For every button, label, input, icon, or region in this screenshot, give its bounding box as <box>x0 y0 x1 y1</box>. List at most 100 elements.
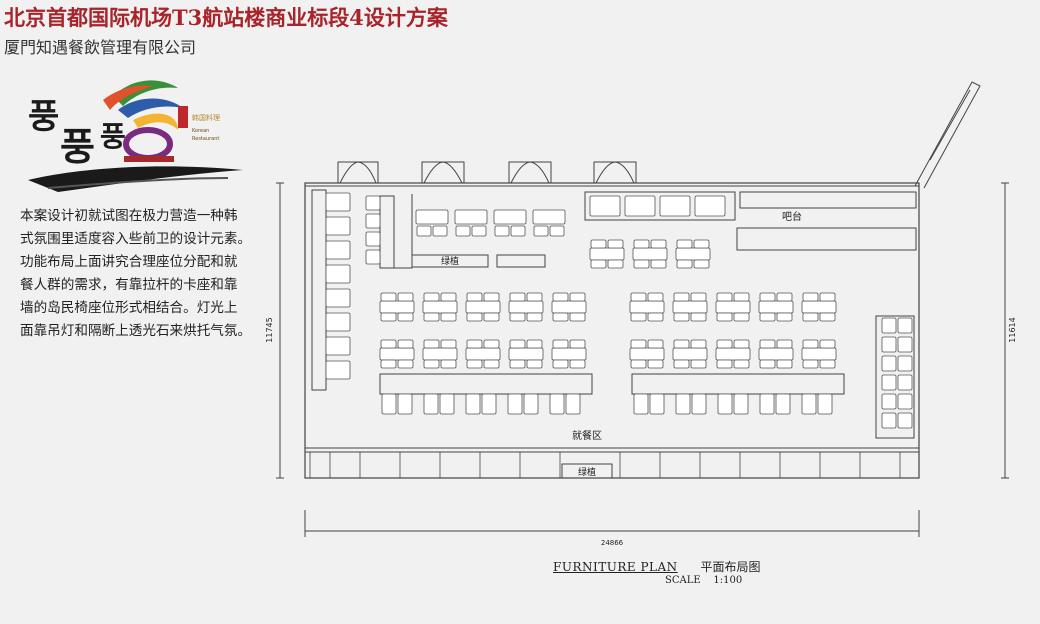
design-description: 本案设计初就试图在极力营造一种韩 式氛围里适度容入些前卫的设计元素。 功能布局上… <box>20 205 260 343</box>
chair <box>455 225 471 237</box>
chair <box>693 259 710 269</box>
chair <box>676 259 693 269</box>
chair <box>897 412 913 429</box>
chair <box>423 359 440 369</box>
chair <box>759 312 776 322</box>
chair <box>716 312 733 322</box>
chair <box>676 239 693 249</box>
table <box>508 347 544 361</box>
floor-plan-outline <box>304 182 920 479</box>
table <box>758 347 794 361</box>
chair <box>630 292 647 302</box>
chair <box>483 359 500 369</box>
table <box>532 209 566 225</box>
chair <box>673 312 690 322</box>
chair <box>673 359 690 369</box>
chair <box>650 259 667 269</box>
chair <box>325 288 351 308</box>
description-line: 式氛围里适度容入些前卫的设计元素。 <box>20 231 252 247</box>
chair <box>465 393 481 415</box>
scale-value: 1:100 <box>713 575 743 586</box>
table <box>493 209 527 225</box>
chair <box>440 339 457 349</box>
svg-text:Korean: Korean <box>192 128 209 134</box>
chair <box>733 359 750 369</box>
chair <box>776 359 793 369</box>
table <box>675 247 711 261</box>
chair <box>759 393 775 415</box>
chair <box>633 239 650 249</box>
chair <box>716 292 733 302</box>
chair <box>897 336 913 353</box>
chair <box>432 225 448 237</box>
description-line: 功能布局上面讲究合理座位分配和就 <box>20 254 238 270</box>
svg-text:Restaurant: Restaurant <box>192 136 219 142</box>
chair <box>483 292 500 302</box>
chair <box>325 336 351 356</box>
chair <box>397 292 414 302</box>
chair <box>466 359 483 369</box>
chair <box>423 292 440 302</box>
dining-area-label: 就餐区 <box>572 429 602 442</box>
chair <box>380 312 397 322</box>
chair <box>440 359 457 369</box>
chair <box>423 393 439 415</box>
chair <box>691 393 707 415</box>
chair <box>549 225 565 237</box>
chair <box>819 359 836 369</box>
chair <box>552 312 569 322</box>
chair <box>733 312 750 322</box>
planter-label-top: 绿植 <box>441 255 459 267</box>
chair <box>569 339 586 349</box>
table <box>672 347 708 361</box>
bar-label: 吧台 <box>782 210 802 223</box>
chair <box>650 239 667 249</box>
chair <box>897 355 913 372</box>
chair <box>802 292 819 302</box>
chair <box>439 393 455 415</box>
logo-glyph-right: 풍 <box>100 120 126 153</box>
chair <box>526 339 543 349</box>
table <box>415 209 449 225</box>
chair <box>716 339 733 349</box>
chair <box>481 393 497 415</box>
table <box>422 300 458 314</box>
table <box>758 300 794 314</box>
chair <box>381 393 397 415</box>
chair <box>552 359 569 369</box>
chair <box>509 312 526 322</box>
planter-label-bottom: 绿植 <box>578 466 596 478</box>
table <box>715 300 751 314</box>
chair <box>325 312 351 332</box>
chair <box>733 393 749 415</box>
company-name: 厦門知遇餐飲管理有限公司 <box>4 38 197 57</box>
table <box>632 247 668 261</box>
chair <box>897 374 913 391</box>
table <box>379 300 415 314</box>
chair <box>817 393 833 415</box>
chair <box>690 312 707 322</box>
scale-label: SCALE <box>665 575 701 586</box>
chair <box>624 195 656 217</box>
chair <box>380 292 397 302</box>
table <box>551 300 587 314</box>
chair <box>897 393 913 410</box>
chair <box>569 292 586 302</box>
chair <box>759 359 776 369</box>
chair <box>549 393 565 415</box>
chair <box>881 317 897 334</box>
chair <box>881 374 897 391</box>
chair <box>759 339 776 349</box>
chair <box>325 192 351 212</box>
chair <box>509 359 526 369</box>
chair <box>397 393 413 415</box>
chair <box>819 292 836 302</box>
chair <box>325 360 351 380</box>
chair <box>569 359 586 369</box>
table <box>551 347 587 361</box>
chair <box>325 264 351 284</box>
chair <box>569 312 586 322</box>
chair <box>526 359 543 369</box>
chair <box>897 317 913 334</box>
chair <box>510 225 526 237</box>
